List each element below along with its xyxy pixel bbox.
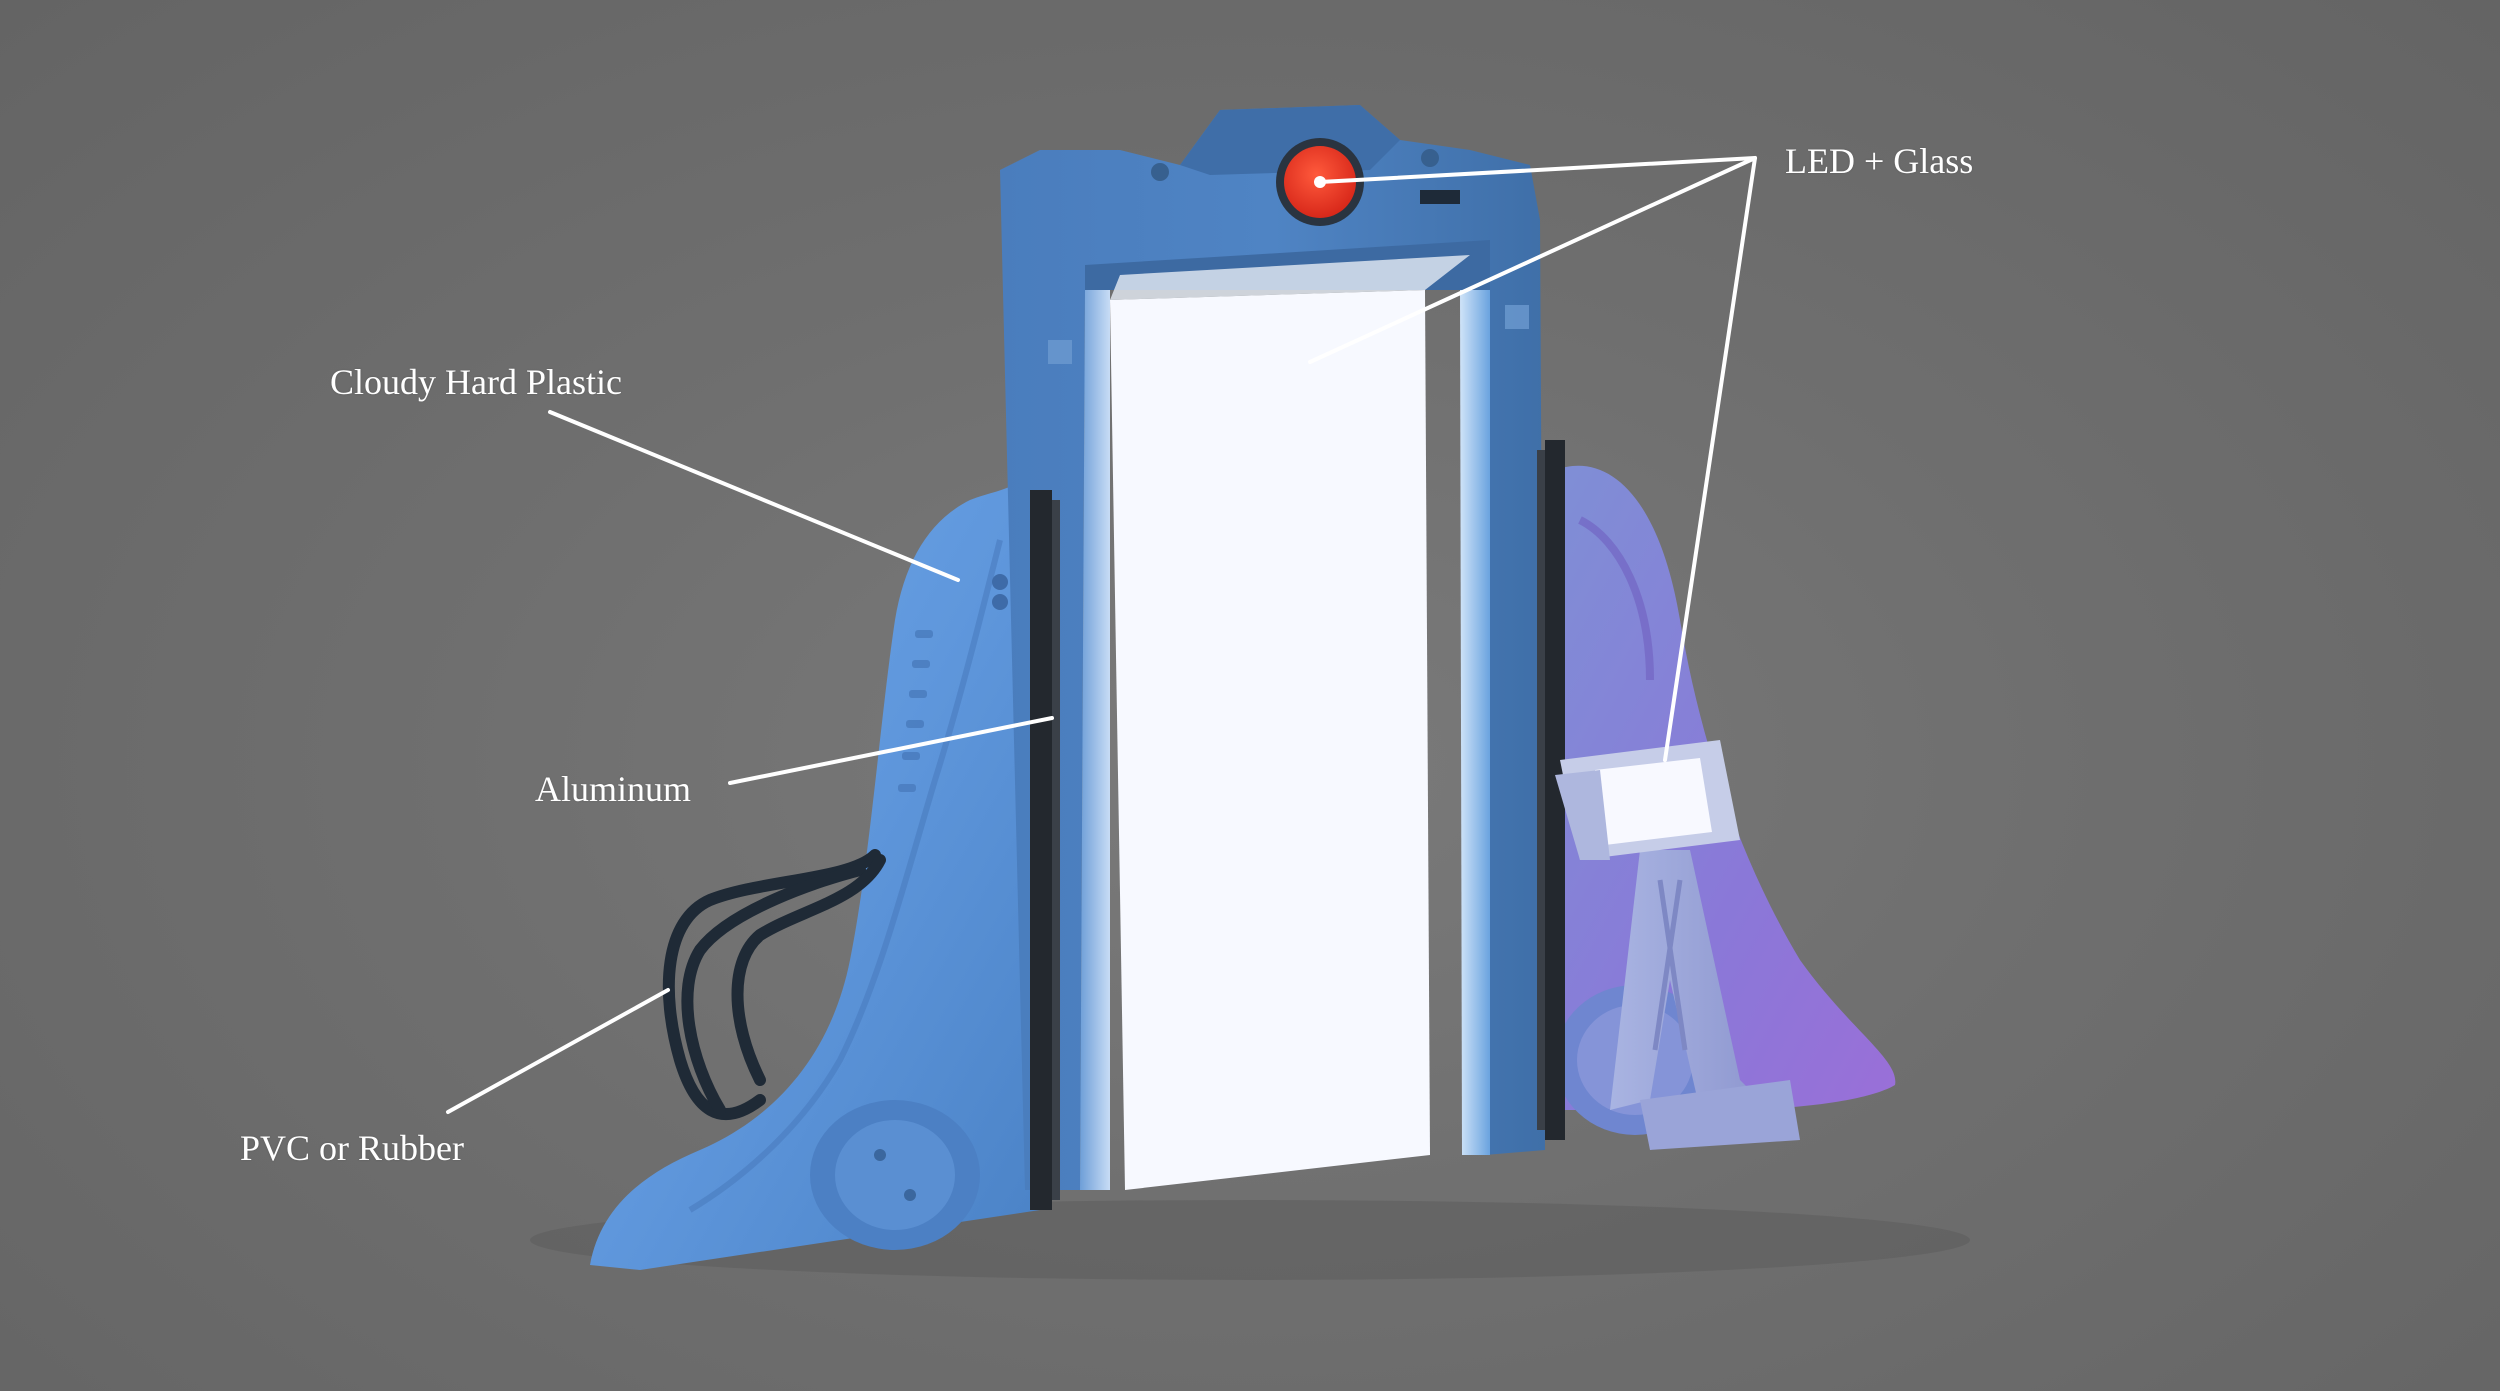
left-wheel-hub [810,1100,980,1250]
left-panel-bolt [992,574,1008,590]
control-panel-stand [1610,850,1800,1150]
pvc-rubber-label: PVC or Rubber [240,1128,464,1168]
callout-lines [446,156,1757,1114]
left-aluminum-rail [1030,490,1060,1210]
plastic-callout-line [548,410,960,582]
left-side-panel [590,480,1040,1270]
aluminum-label: Aluminum [535,769,692,809]
glass-callout-line [1308,156,1757,364]
left-panel-vents [898,630,933,792]
led-glass-label: LED + Glass [1785,141,1974,181]
aluminum-callout-line [728,716,1054,785]
panel-callout-line [1663,156,1757,762]
cables [662,849,886,1121]
control-panel-display [1555,740,1740,860]
right-inner-jamb [1460,290,1490,1155]
portal-glow-screen [1110,290,1430,1190]
led-callout-line [1318,156,1757,184]
right-aluminum-rail [1537,440,1565,1140]
cloudy-hard-plastic-label: Cloudy Hard Plastic [330,362,622,402]
pvc-callout-line [446,988,670,1114]
